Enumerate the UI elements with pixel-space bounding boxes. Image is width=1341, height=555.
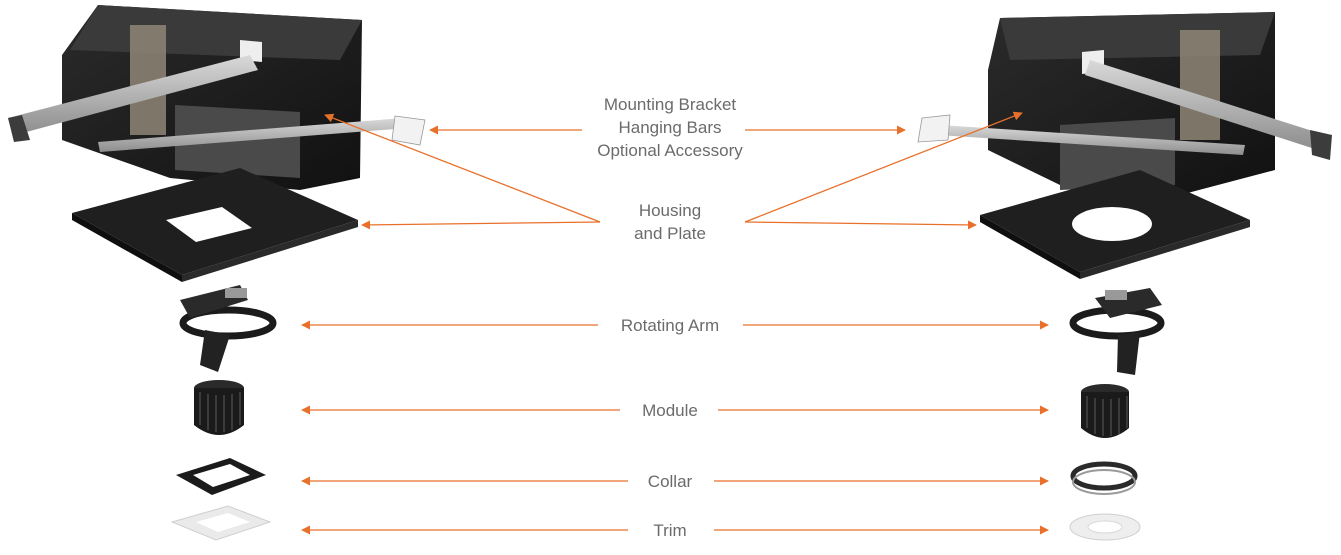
arrow-housing-left-top — [324, 113, 601, 223]
label-rotating-arm: Rotating Arm — [620, 316, 720, 335]
left-rotating-arm — [179, 285, 277, 372]
label-collar: Collar — [647, 472, 693, 491]
left-plate — [72, 168, 358, 282]
right-rotating-arm — [1069, 288, 1165, 375]
arrow-housing-left-plate — [361, 220, 601, 230]
right-plate — [980, 170, 1250, 279]
label-housing-line2: and Plate — [634, 224, 706, 243]
label-bracket-line1: Mounting Bracket — [603, 95, 737, 114]
right-collar — [1070, 461, 1138, 495]
left-hanging-bars — [8, 55, 426, 152]
arrow-housing-right-top — [744, 111, 1023, 223]
right-module — [1081, 384, 1129, 438]
label-housing-line1: Housing — [638, 201, 702, 220]
label-bracket-line3: Optional Accessory — [597, 141, 743, 160]
left-trim — [170, 505, 272, 541]
label-housing-plate: Housing and Plate — [600, 199, 740, 245]
label-bracket-line2: Hanging Bars — [618, 118, 722, 137]
label-mounting-bracket: Mounting Bracket Hanging Bars Optional A… — [560, 93, 780, 162]
label-module: Module — [642, 401, 698, 420]
left-module — [194, 380, 244, 435]
right-housing — [988, 12, 1275, 195]
right-hanging-bars — [917, 60, 1332, 160]
right-trim — [1069, 513, 1141, 541]
left-collar — [176, 458, 266, 495]
arrow-housing-right-plate — [744, 220, 977, 230]
callout-arrows — [301, 111, 1049, 535]
label-trim: Trim — [653, 521, 687, 540]
